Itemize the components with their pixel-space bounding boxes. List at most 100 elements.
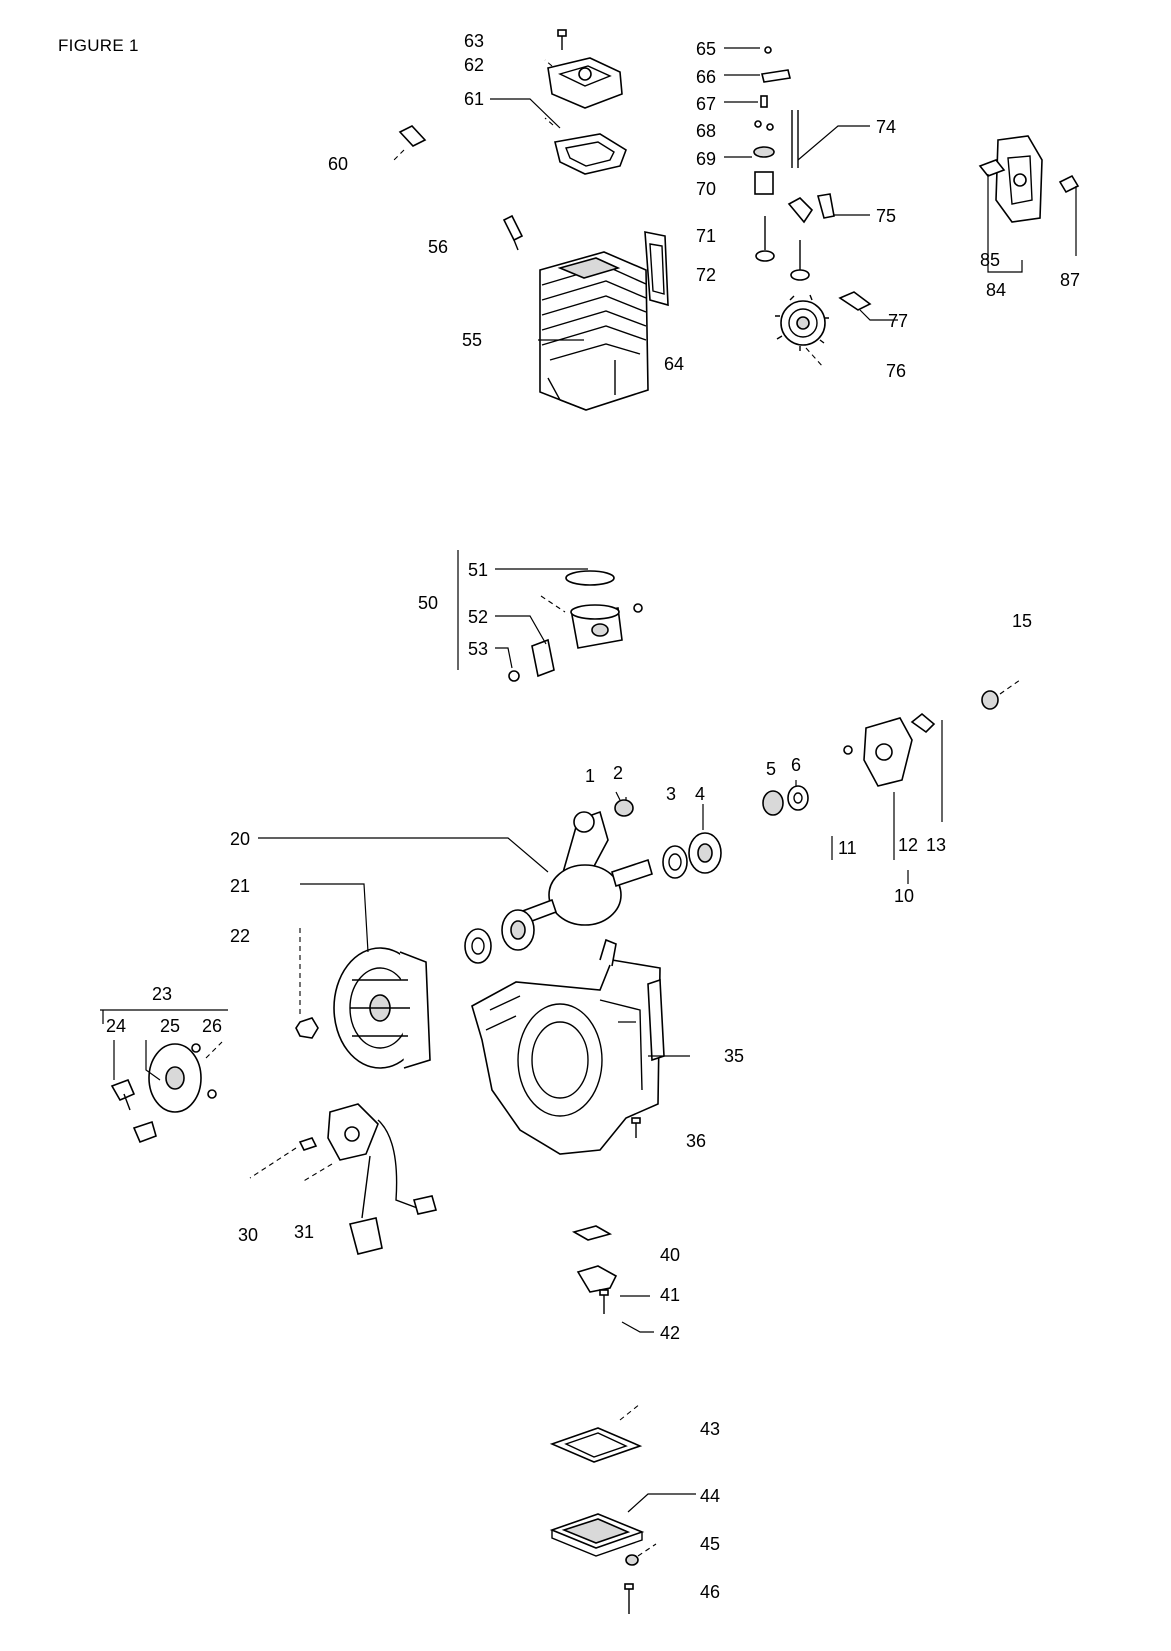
callout-30: 30 <box>238 1225 258 1245</box>
callout-20: 20 <box>230 829 250 849</box>
callout-15: 15 <box>1012 611 1032 631</box>
callout-63: 63 <box>464 31 484 51</box>
callout-75: 75 <box>876 206 896 226</box>
callout-21: 21 <box>230 876 250 896</box>
callout-46: 46 <box>700 1582 720 1602</box>
callout-51: 51 <box>468 560 488 580</box>
part-crankcase-35 <box>471 938 665 1155</box>
part-screw-63 <box>557 29 567 50</box>
callout-60: 60 <box>328 154 348 174</box>
callout-23: 23 <box>152 984 172 1004</box>
part-spark-plug-56 <box>502 214 524 251</box>
callout-40: 40 <box>660 1245 680 1265</box>
callout-84: 84 <box>986 280 1006 300</box>
part-crankshaft-20 <box>518 810 653 926</box>
part-lever-assembly-10 <box>843 712 936 787</box>
callout-68: 68 <box>696 121 716 141</box>
part-bracket-41 <box>576 1265 618 1293</box>
part-washer-6 <box>787 785 809 811</box>
part-bearing-2 <box>614 799 634 817</box>
callout-69: 69 <box>696 149 716 169</box>
callout-55: 55 <box>462 330 482 350</box>
part-stud-85 <box>978 159 1006 177</box>
part-cover-plate-84 <box>995 135 1043 223</box>
callout-25: 25 <box>160 1016 180 1036</box>
callout-76: 76 <box>886 361 906 381</box>
part-tray-44 <box>549 1513 645 1557</box>
callout-50: 50 <box>418 593 438 613</box>
part-plate-40 <box>571 1225 613 1241</box>
callout-66: 66 <box>696 67 716 87</box>
callout-61: 61 <box>464 89 484 109</box>
part-left-bearings <box>464 909 535 964</box>
callout-35: 35 <box>724 1046 744 1066</box>
callout-26: 26 <box>202 1016 222 1036</box>
callout-13: 13 <box>926 835 946 855</box>
callout-42: 42 <box>660 1323 680 1343</box>
part-gasket-43 <box>549 1427 643 1463</box>
callout-67: 67 <box>696 94 716 114</box>
callout-62: 62 <box>464 55 484 75</box>
callout-70: 70 <box>696 179 716 199</box>
part-bearing-5 <box>762 790 784 816</box>
part-bushing-45 <box>625 1554 639 1566</box>
part-head-cover-62 <box>547 57 623 109</box>
callout-71: 71 <box>696 226 716 246</box>
part-nut-87 <box>1058 174 1080 194</box>
part-ignition-coil <box>298 1103 438 1255</box>
part-clutch-group-23 <box>110 1043 217 1144</box>
part-cam-gear-76 <box>775 294 829 351</box>
figure-title: FIGURE 1 <box>58 36 139 55</box>
callout-36: 36 <box>686 1131 706 1151</box>
leader-lines <box>100 47 1077 1513</box>
callout-52: 52 <box>468 607 488 627</box>
callout-10: 10 <box>894 886 914 906</box>
callout-3: 3 <box>666 784 676 804</box>
callout-6: 6 <box>791 755 801 775</box>
part-screw-42 <box>599 1289 609 1314</box>
part-clip-53 <box>508 670 520 682</box>
part-bolt-46 <box>624 1583 634 1614</box>
callout-77: 77 <box>888 311 908 331</box>
part-cylinder-55 <box>539 251 649 411</box>
callout-65: 65 <box>696 39 716 59</box>
callout-31: 31 <box>294 1222 314 1242</box>
callout-85: 85 <box>980 250 1000 270</box>
part-piston <box>570 604 623 649</box>
callout-44: 44 <box>700 1486 720 1506</box>
callout-74: 74 <box>876 117 896 137</box>
callout-22: 22 <box>230 926 250 946</box>
part-pin-60 <box>398 125 427 147</box>
callout-87: 87 <box>1060 270 1080 290</box>
callout-64: 64 <box>664 354 684 374</box>
callout-72: 72 <box>696 265 716 285</box>
part-piston-ring-51 <box>565 570 615 586</box>
valve-train-parts <box>753 46 835 281</box>
callout-labels: 63 62 61 60 56 55 64 65 66 67 68 69 70 7… <box>106 31 1080 1602</box>
part-nut-22 <box>295 1017 319 1039</box>
part-piston-pin-52 <box>531 638 555 678</box>
part-pin-77 <box>838 291 872 311</box>
part-gasket-61 <box>554 133 627 175</box>
part-bushing-15 <box>981 690 999 710</box>
callout-43: 43 <box>700 1419 720 1439</box>
callout-41: 41 <box>660 1285 680 1305</box>
part-bearing-3 <box>662 845 688 879</box>
part-circlip <box>633 603 643 613</box>
part-seal-4 <box>688 832 722 874</box>
callout-53: 53 <box>468 639 488 659</box>
callout-1: 1 <box>585 766 595 786</box>
callout-5: 5 <box>766 759 776 779</box>
callout-12: 12 <box>898 835 918 855</box>
callout-2: 2 <box>613 763 623 783</box>
part-screw-36 <box>631 1117 641 1138</box>
part-flywheel-21 <box>333 947 431 1069</box>
part-gasket-64-71-72 <box>644 231 669 307</box>
callout-4: 4 <box>695 784 705 804</box>
callout-24: 24 <box>106 1016 126 1036</box>
callout-11: 11 <box>838 838 857 858</box>
callout-56: 56 <box>428 237 448 257</box>
callout-45: 45 <box>700 1534 720 1554</box>
